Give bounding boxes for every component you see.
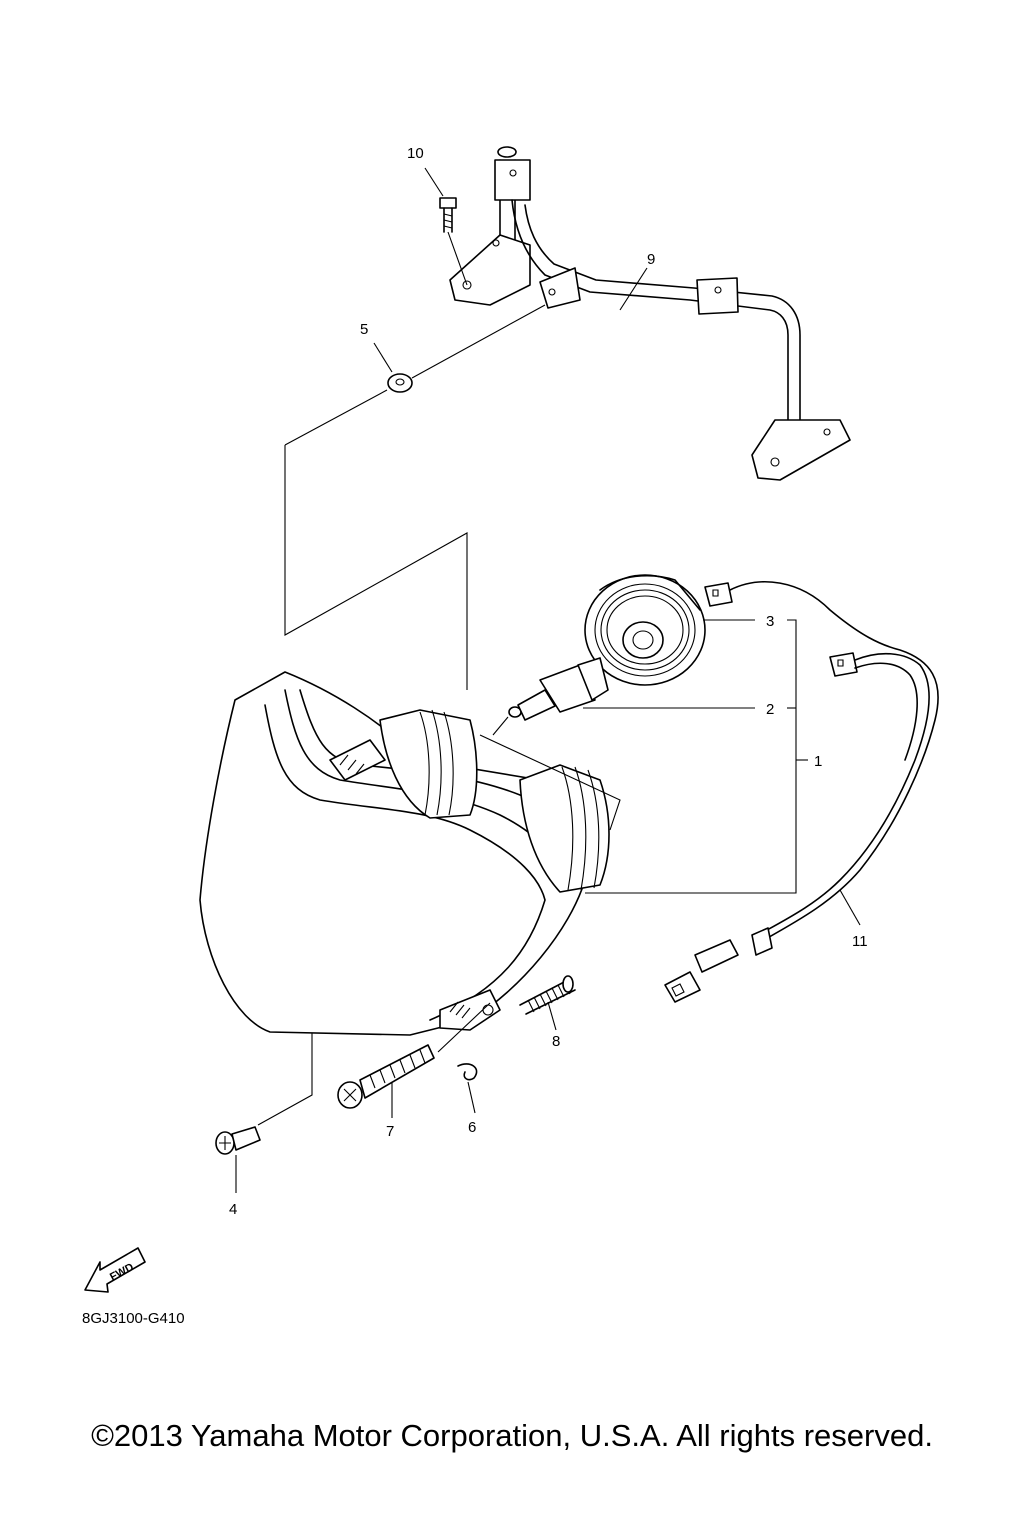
callout-6: 6	[468, 1119, 476, 1136]
callout-4: 4	[229, 1201, 237, 1218]
spring	[519, 975, 576, 1031]
callout-11: 11	[852, 933, 868, 950]
callout-10: 10	[407, 145, 424, 162]
leader-lines	[583, 267, 808, 894]
socket-cover	[584, 574, 706, 686]
headlight-bracket	[449, 146, 851, 481]
callout-7: 7	[386, 1123, 394, 1140]
callout-9: 9	[647, 251, 655, 268]
headlight-bulb	[492, 657, 609, 736]
callout-labels: 1 2 3 4 5 6 7 8 9 10 11	[229, 145, 868, 1218]
trim-screw	[215, 1126, 261, 1193]
copyright-notice: ©2013 Yamaha Motor Corporation, U.S.A. A…	[91, 1418, 933, 1453]
nut	[437, 1002, 491, 1114]
callout-3: 3	[766, 613, 774, 630]
callout-5: 5	[360, 321, 368, 338]
callout-8: 8	[552, 1033, 560, 1050]
callout-2: 2	[766, 701, 774, 718]
drawing-code: 8GJ3100-G410	[82, 1310, 185, 1327]
collar	[284, 304, 546, 446]
bracket-bolt	[424, 167, 468, 286]
fwd-arrow: FWD	[84, 1247, 146, 1293]
callout-1: 1	[814, 753, 822, 770]
adjusting-screw	[337, 1044, 435, 1118]
headlight-assembly	[199, 671, 621, 1036]
wire-harness	[664, 581, 939, 1003]
